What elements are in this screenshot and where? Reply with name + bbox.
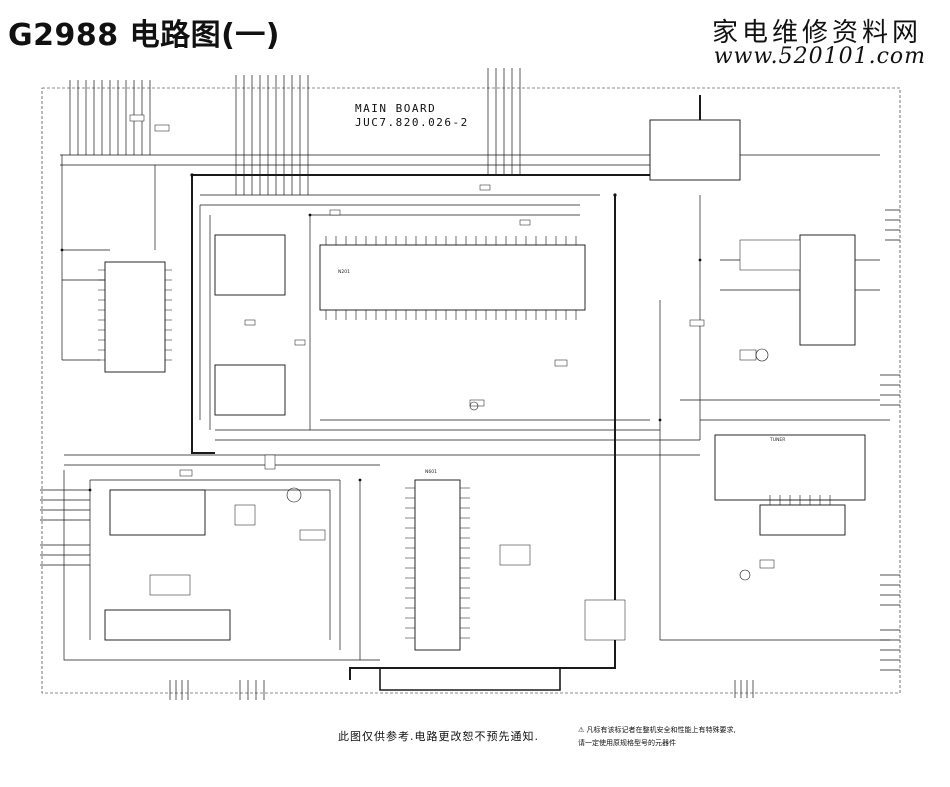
- tuner-label: TUNER: [770, 438, 786, 443]
- sound-ic: [414, 479, 461, 651]
- safety-warning-line1: ⚠ 凡标有该标记者在整机安全和性能上有特殊要求,: [578, 726, 736, 734]
- board-label: MAIN BOARD JUC7.820.026-2: [355, 102, 469, 130]
- key-block: [104, 609, 231, 641]
- left-ic: [104, 261, 166, 373]
- board-label-line1: MAIN BOARD: [355, 102, 437, 115]
- board-label-line2: JUC7.820.026-2: [355, 116, 469, 129]
- tuner-block: [714, 434, 866, 501]
- filter-block-2: [214, 364, 286, 416]
- footer-note: 此图仅供参考.电路更改恕不预先通知.: [338, 730, 539, 743]
- filter-block: [214, 234, 286, 296]
- diagram-title: G2988 电路图(一): [8, 18, 280, 53]
- main-ic: [319, 244, 586, 311]
- eeprom-ic: [649, 119, 741, 181]
- sound-ic-label: N601: [425, 470, 437, 475]
- amp-block: [109, 489, 206, 536]
- bottom-ic: [759, 504, 846, 536]
- site-name: 家电维修资料网: [711, 18, 922, 48]
- main-ic-label: N201: [338, 270, 350, 275]
- safety-warning: ⚠ 凡标有该标记者在整机安全和性能上有特殊要求, 请一定使用原规格型号的元器件: [578, 724, 736, 750]
- flyback-block: [799, 234, 856, 346]
- site-url: www.520101.com: [713, 44, 926, 69]
- safety-warning-line2: 请一定使用原规格型号的元器件: [578, 739, 676, 747]
